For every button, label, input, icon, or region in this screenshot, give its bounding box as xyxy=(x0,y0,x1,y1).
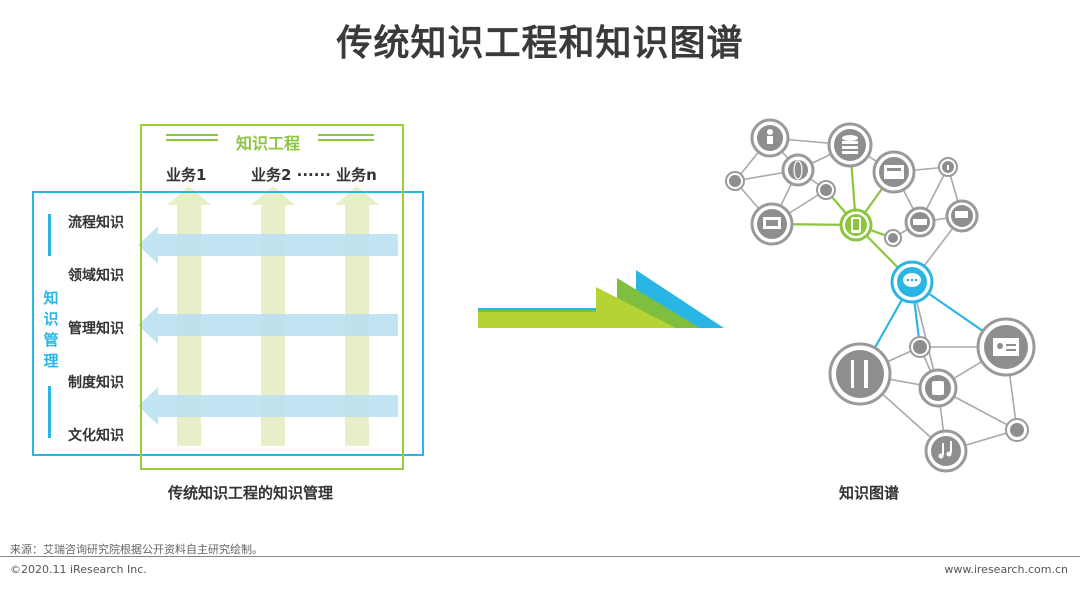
knowledge-engineering-box xyxy=(140,124,404,470)
left-caption: 传统知识工程的知识管理 xyxy=(168,484,334,502)
title-deco-line-right xyxy=(318,134,374,136)
source-note: 来源：艾瑞咨询研究院根据公开资料自主研究绘制。 xyxy=(10,543,263,556)
monitor-icon xyxy=(750,202,794,246)
chat-icon xyxy=(890,260,934,304)
website-link[interactable]: www.iresearch.com.cn xyxy=(944,563,1068,576)
id-card-icon xyxy=(976,317,1036,377)
row-label-process: 流程知识 xyxy=(68,215,124,231)
title-deco-line-left xyxy=(166,134,218,136)
smartphone-icon xyxy=(839,208,873,242)
headphones-icon xyxy=(1005,418,1029,442)
right-caption: 知识图谱 xyxy=(839,484,900,502)
title-deco-line-left-2 xyxy=(166,139,218,141)
horizontal-arrow-3 xyxy=(138,387,398,425)
trophy-icon xyxy=(909,336,931,358)
row-label-culture: 文化知识 xyxy=(68,428,124,444)
car-icon xyxy=(904,206,936,238)
row-label-management: 管理知识 xyxy=(68,321,124,337)
knowledge-engineering-title: 知识工程 xyxy=(236,134,301,153)
info-icon xyxy=(938,157,958,177)
sign-icon xyxy=(884,229,902,247)
music-icon xyxy=(924,429,968,473)
row-label-system: 制度知识 xyxy=(68,375,124,391)
side-bar-bottom xyxy=(48,386,51,438)
fork-knife-icon xyxy=(828,342,892,406)
knowledge-management-label: 知识管理 xyxy=(43,289,59,370)
horizontal-arrow-2 xyxy=(138,306,398,344)
cart-icon xyxy=(945,199,979,233)
knowledge-management-box xyxy=(32,191,424,456)
title-deco-line-right-2 xyxy=(318,139,374,141)
share-icon xyxy=(725,171,745,191)
globe-icon xyxy=(781,153,815,187)
gamepad-icon xyxy=(816,180,836,200)
page-title: 传统知识工程和知识图谱 xyxy=(336,23,744,64)
footer-divider xyxy=(0,556,1080,557)
business-label-2-n: 业务2 ······ 业务n xyxy=(251,166,377,184)
horizontal-arrow-1 xyxy=(138,226,398,264)
hotel-icon xyxy=(872,150,916,194)
person-icon xyxy=(750,118,790,158)
business-label-1: 业务1 xyxy=(166,166,207,184)
copyright: ©2020.11 iResearch Inc. xyxy=(10,563,147,576)
arrow-layer-lightgreen xyxy=(478,287,676,328)
watch-icon xyxy=(918,368,958,408)
row-label-domain: 领域知识 xyxy=(68,268,124,284)
database-icon xyxy=(827,122,873,168)
side-bar-top xyxy=(48,214,51,256)
